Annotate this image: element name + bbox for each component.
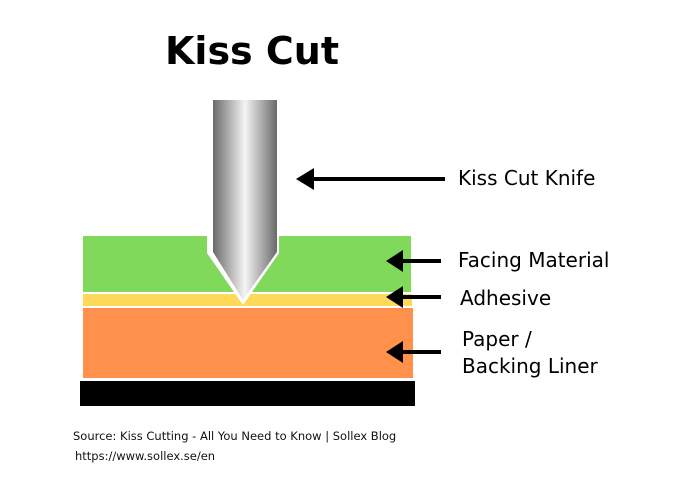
arrow-backing xyxy=(386,341,441,363)
backing-liner-layer xyxy=(83,308,413,378)
source-text: Source: Kiss Cutting - All You Need to K… xyxy=(73,429,396,443)
base-layer xyxy=(80,381,415,406)
arrow-knife xyxy=(296,168,445,190)
source-url: https://www.sollex.se/en xyxy=(75,449,215,463)
label-backing-2: Backing Liner xyxy=(462,354,599,378)
arrow-adhesive xyxy=(386,286,441,308)
kiss-cut-knife xyxy=(213,100,277,300)
arrow-facing xyxy=(386,250,441,272)
label-adhesive: Adhesive xyxy=(460,286,551,310)
diagram-title: Kiss Cut xyxy=(165,29,339,73)
label-backing-1: Paper / xyxy=(462,327,532,351)
adhesive-layer xyxy=(83,294,412,306)
label-facing: Facing Material xyxy=(458,248,609,272)
label-knife: Kiss Cut Knife xyxy=(458,166,595,190)
